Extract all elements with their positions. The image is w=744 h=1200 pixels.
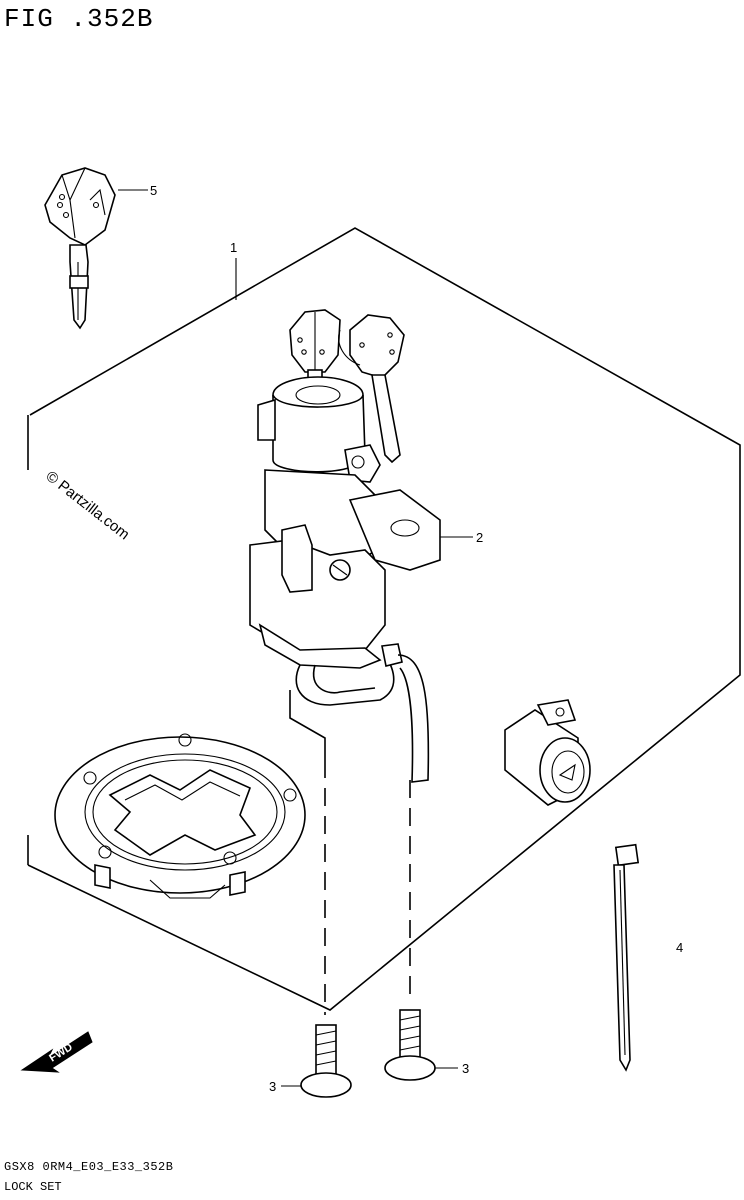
cable-tie-part xyxy=(613,843,640,1072)
bolt-left-part xyxy=(281,690,352,1098)
callout-5: 5 xyxy=(150,183,157,198)
forward-arrow-icon: FWD xyxy=(20,1031,93,1073)
seat-lock-part xyxy=(504,699,591,806)
bolt-right-part xyxy=(384,780,458,1081)
figure-title: FIG .352B xyxy=(4,4,154,34)
ignition-switch-part xyxy=(249,309,473,783)
callout-1: 1 xyxy=(230,240,237,255)
kit-boundary xyxy=(27,227,741,1011)
figure-caption: LOCK SET xyxy=(4,1180,62,1194)
callout-4: 4 xyxy=(676,940,683,955)
watermark: © Partzilla.com xyxy=(43,468,133,544)
fuel-cap-lock-part xyxy=(54,733,306,899)
callout-2: 2 xyxy=(476,530,483,545)
callout-3a: 3 xyxy=(269,1079,276,1094)
callout-3b: 3 xyxy=(462,1061,469,1076)
blank-key-part xyxy=(44,167,148,330)
figure-code: GSX8 0RM4_E03_E33_352B xyxy=(4,1160,174,1174)
